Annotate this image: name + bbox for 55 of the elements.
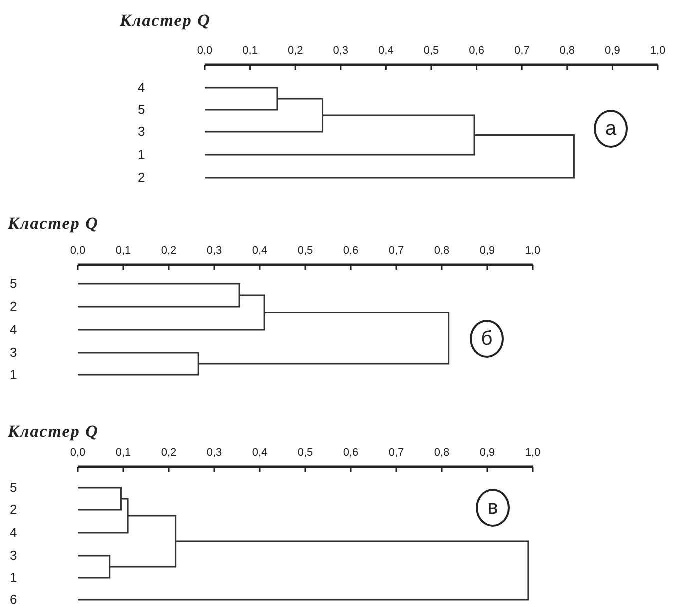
tick-label: 0,9 — [480, 448, 496, 459]
chart-heading: Кластер Q — [8, 423, 99, 440]
tick-label: 0,2 — [161, 448, 177, 459]
tick-label: 1,0 — [525, 246, 541, 257]
tick-label: 0,7 — [388, 246, 404, 257]
tick-label: 0,8 — [434, 246, 450, 257]
leaf-label: 3 — [138, 125, 146, 138]
leaf-label: 3 — [10, 549, 18, 562]
tick-label: 0,5 — [298, 448, 314, 459]
tick-label: 0,9 — [480, 246, 496, 257]
tick-label: 0,5 — [298, 246, 314, 257]
tick-label: 0,3 — [206, 246, 222, 257]
chart-heading: Кластер Q — [120, 12, 211, 29]
leaf-label: 1 — [10, 368, 18, 381]
chart-heading: Кластер Q — [8, 215, 99, 232]
tick-label: 0,2 — [161, 246, 177, 257]
leaf-label: 1 — [138, 148, 146, 161]
tick-label: 0,1 — [116, 448, 132, 459]
tick-label: 0,4 — [252, 448, 268, 459]
tick-label: 0,8 — [560, 46, 576, 57]
tick-label: 0,7 — [514, 46, 530, 57]
leaf-label: 5 — [138, 103, 146, 116]
tick-label: 0,1 — [242, 46, 258, 57]
leaf-label: 1 — [10, 571, 18, 584]
tick-label: 0,3 — [333, 46, 349, 57]
panel-letter: б — [470, 320, 504, 358]
leaf-label: 3 — [10, 346, 18, 359]
tick-label: 0,5 — [424, 46, 440, 57]
tick-label: 0,4 — [378, 46, 394, 57]
tick-label: 0,4 — [252, 246, 268, 257]
tick-label: 0,2 — [288, 46, 304, 57]
leaf-label: 5 — [10, 277, 18, 290]
leaf-label: 4 — [10, 323, 18, 336]
tick-label: 0,6 — [343, 448, 359, 459]
leaf-label: 4 — [10, 526, 18, 539]
tick-label: 0,0 — [197, 46, 213, 57]
leaf-label: 2 — [10, 300, 18, 313]
tick-label: 0,0 — [70, 448, 86, 459]
tick-label: 0,6 — [343, 246, 359, 257]
leaf-label: 2 — [10, 503, 18, 516]
tick-label: 0,9 — [605, 46, 620, 57]
leaf-label: 5 — [10, 481, 18, 494]
leaf-label: 2 — [138, 171, 146, 184]
tick-label: 0,8 — [434, 448, 450, 459]
tick-label: 0,6 — [469, 46, 484, 57]
tick-label: 0,1 — [116, 246, 132, 257]
tick-label: 0,0 — [70, 246, 86, 257]
panel-letter: в — [476, 489, 510, 527]
leaf-label: 4 — [138, 81, 146, 94]
panel-letter: а — [594, 110, 628, 148]
tick-label: 0,7 — [388, 448, 404, 459]
leaf-label: 6 — [10, 593, 18, 606]
tick-label: 0,3 — [206, 448, 222, 459]
tick-label: 1,0 — [525, 448, 541, 459]
tick-label: 1,0 — [650, 46, 666, 57]
